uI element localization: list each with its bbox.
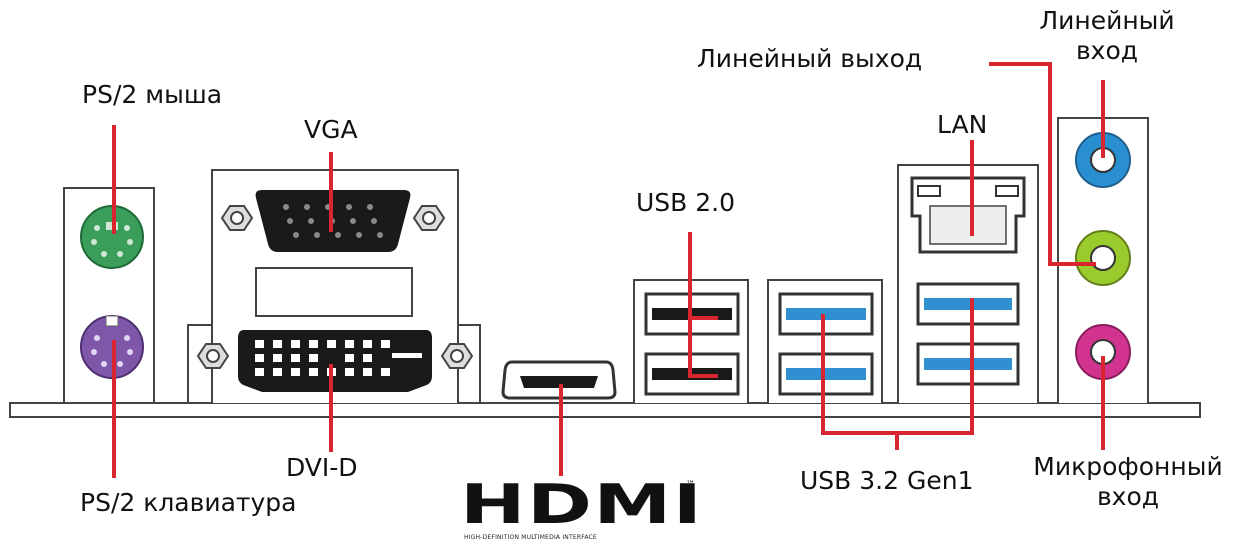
dvi-d-port	[238, 330, 432, 392]
vga-screw-right	[412, 205, 446, 231]
usb32-ports-left	[767, 279, 883, 403]
vga-screw-left	[220, 205, 254, 231]
callout-line-out	[989, 62, 1096, 266]
hdmi-logo-tagline: HIGH-DEFINITION MULTIMEDIA INTERFACE	[464, 534, 597, 541]
dvi-screw-left	[196, 343, 230, 369]
label-vga: VGA	[304, 115, 358, 144]
hdmi-logo-word: HDMI	[460, 473, 704, 536]
label-usb20: USB 2.0	[636, 188, 736, 217]
hdmi-logo-tm: ™	[686, 480, 695, 490]
label-mic-line2: вход	[1096, 482, 1160, 511]
label-line-in-line1: Линейный	[1039, 6, 1175, 35]
blank-slot	[255, 267, 413, 317]
label-mic-line1: Микрофонный	[1033, 452, 1223, 481]
lan-usb32-block	[897, 164, 1039, 403]
dvi-screw-right	[440, 343, 474, 369]
label-ps2-mouse: PS/2 мыша	[82, 80, 223, 109]
label-ps2-keyboard: PS/2 клавиатура	[80, 488, 297, 517]
label-dvi-d: DVI-D	[286, 453, 358, 482]
label-line-in: Линейный вход	[1022, 6, 1192, 66]
label-usb32: USB 3.2 Gen1	[800, 466, 974, 495]
label-mic: Микрофонный вход	[1012, 452, 1244, 512]
label-line-in-line2: вход	[1075, 36, 1139, 65]
hdmi-logo: HDMI ™ HIGH-DEFINITION MULTIMEDIA INTERF…	[460, 478, 705, 548]
callout-lines	[112, 62, 1105, 478]
label-line-out: Линейный выход	[697, 44, 923, 73]
io-shield-baseline	[9, 402, 1201, 418]
vga-dvi-block	[187, 169, 481, 403]
label-lan: LAN	[937, 110, 988, 139]
line-out-jack	[1075, 230, 1131, 286]
ps2-block	[63, 187, 155, 404]
hdmi-port	[501, 360, 617, 400]
callout-usb20-b	[688, 318, 718, 378]
